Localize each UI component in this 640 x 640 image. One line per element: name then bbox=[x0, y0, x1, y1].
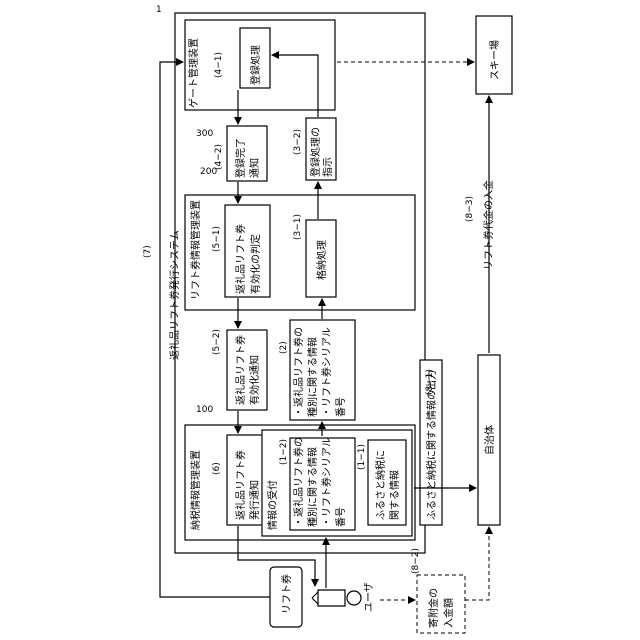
step-5-2-ref: (5−2) bbox=[212, 329, 222, 355]
ski-resort-title: スキー場 bbox=[488, 40, 501, 80]
step-3-2-ref: (3−2) bbox=[293, 129, 303, 155]
step-5-1-line-2: 有効化の判定 bbox=[249, 234, 262, 294]
step-2-line-4: 番号 bbox=[335, 397, 347, 417]
gate-device-title: ゲート管理装置 bbox=[187, 38, 200, 108]
user-icon bbox=[312, 590, 361, 606]
step-3-1-text: 格納処理 bbox=[315, 240, 328, 280]
step-4-2-line-1: 登録完了 bbox=[234, 138, 247, 178]
gate-device-ref: 300 bbox=[196, 129, 213, 139]
step-5-1-ref: (5−1) bbox=[212, 226, 222, 252]
tax-info-manager-ref: 100 bbox=[196, 405, 213, 415]
step-6-ref: (6) bbox=[212, 462, 222, 475]
system-title: 返礼品リフト券発行システム bbox=[168, 230, 181, 360]
step-1-2-ref: (1−2) bbox=[279, 439, 289, 465]
step-8-2-ref: (8−2) bbox=[411, 548, 421, 574]
step-2-line-3: ・リフト券シリアル bbox=[320, 327, 333, 417]
arrow-8-2-to-municipality bbox=[465, 527, 489, 600]
municipality-title: 自治体 bbox=[483, 425, 496, 455]
step-5-2-line-1: 返礼品リフト券 bbox=[234, 335, 247, 405]
step-7-ref: (7) bbox=[143, 245, 153, 258]
step-3-2-line-2: 指示 bbox=[321, 157, 334, 177]
user-label: ユーザ bbox=[363, 582, 375, 612]
step-1-2-line-1: ・返礼品リフト券の bbox=[292, 437, 305, 527]
step-6-line-1: 返礼品リフト券 bbox=[234, 450, 247, 520]
lift-info-manager-title: リフト券情報管理装置 bbox=[189, 200, 202, 300]
info-accept-title: 情報の受付 bbox=[266, 480, 279, 530]
step-8-1-ref: (8−1) bbox=[425, 369, 435, 395]
step-8-3-ref: (8−3) bbox=[465, 196, 475, 222]
lift-ticket-label: リフト券 bbox=[280, 574, 293, 614]
step-5-2-box bbox=[227, 330, 267, 410]
step-2-line-1: ・返礼品リフト券の bbox=[292, 327, 305, 417]
step-4-1-text: 登録処理 bbox=[249, 45, 262, 85]
step-5-1-line-1: 返礼品リフト券 bbox=[234, 224, 247, 294]
step-5-2-line-2: 有効化通知 bbox=[248, 355, 261, 405]
step-6-line-2: 発行通知 bbox=[248, 480, 261, 520]
step-2-ref: (2) bbox=[279, 341, 289, 354]
step-4-1-ref: (4−1) bbox=[214, 52, 224, 78]
step-4-2-line-2: 通知 bbox=[248, 158, 261, 178]
step-8-2-line-1: 寄附金の bbox=[427, 588, 440, 628]
step-1-2-line-2: 種別に関する情報 bbox=[306, 447, 319, 527]
step-1-1-line-1: ふるさと納税に bbox=[374, 450, 387, 520]
step-1-1-ref: (1−1) bbox=[357, 444, 367, 470]
step-2-line-2: 種別に関する情報 bbox=[306, 337, 319, 417]
lift-info-manager-ref: 200 bbox=[200, 167, 217, 177]
step-1-1-line-2: 関する情報 bbox=[388, 470, 401, 520]
system-ref: 1 bbox=[156, 5, 162, 15]
step-1-2-line-4: 番号 bbox=[335, 507, 347, 527]
step-8-2-box bbox=[417, 575, 465, 633]
step-5-1-box bbox=[225, 205, 270, 297]
step-1-2-line-3: ・リフト券シリアル bbox=[320, 437, 333, 527]
step-3-2-line-1: 登録処理の bbox=[309, 127, 322, 177]
tax-info-manager-title: 納税情報管理装置 bbox=[189, 450, 202, 530]
step-6-box bbox=[227, 435, 267, 525]
step-4-2-box bbox=[227, 126, 267, 181]
step-3-1-ref: (3−1) bbox=[293, 214, 303, 240]
step-8-2-line-2: 入金額 bbox=[442, 598, 455, 628]
